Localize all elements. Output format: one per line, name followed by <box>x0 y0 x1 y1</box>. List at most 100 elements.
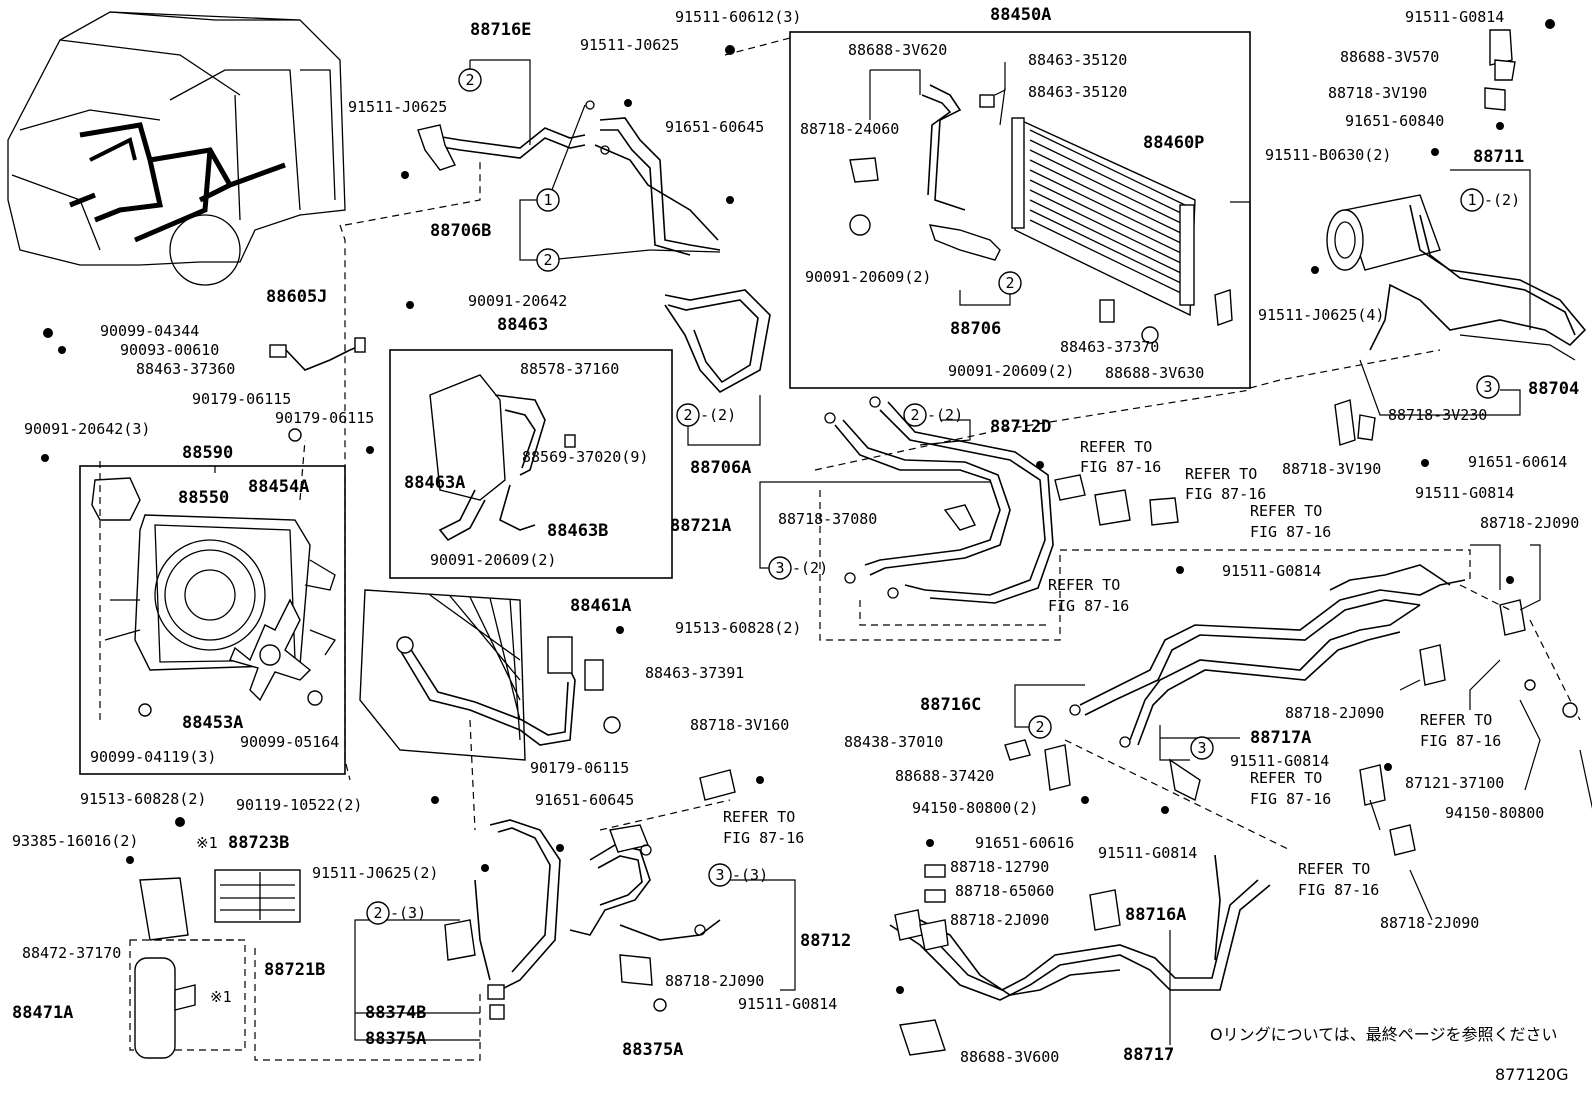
label-88569-37020: 88569-37020(9) <box>522 448 648 466</box>
svg-text:-(3): -(3) <box>390 904 426 922</box>
refer-to-fig-87-16: REFER TO FIG 87-16 <box>1048 576 1129 615</box>
label-88590: 88590 <box>182 443 233 463</box>
svg-text:REFER TO: REFER TO <box>723 808 795 826</box>
label-91511-g0814: 91511-G0814 <box>1415 484 1514 502</box>
callout-2: 2 <box>458 68 482 92</box>
bracket-box-88463 <box>389 349 673 579</box>
label-88463: 88463 <box>497 315 548 335</box>
label-88718-2j090: 88718-2J090 <box>1285 704 1384 722</box>
label-88471a: 88471A <box>12 1003 73 1023</box>
label-88704: 88704 <box>1528 379 1579 399</box>
label-90091-20609-2: 90091-20609(2) <box>948 362 1074 380</box>
label-88463-35120: 88463-35120 <box>1028 83 1127 101</box>
label-88721a: 88721A <box>670 516 731 536</box>
svg-text:2: 2 <box>465 71 474 89</box>
svg-text:FIG 87-16: FIG 87-16 <box>1080 458 1161 476</box>
callout-2: 2-(2) <box>903 403 963 427</box>
svg-text:1: 1 <box>1467 191 1476 209</box>
label-88578-37160: 88578-37160 <box>520 360 619 378</box>
label-88717: 88717 <box>1123 1045 1174 1065</box>
label-88463a: 88463A <box>404 473 465 493</box>
o-ring-note: Oリングについては、最終ページを参照ください <box>1210 1025 1557 1044</box>
svg-text:3: 3 <box>775 559 784 577</box>
label-91513-60828-2: 91513-60828(2) <box>80 790 206 808</box>
label-88718-2j090: 88718-2J090 <box>950 911 1049 929</box>
label-90091-20642: 90091-20642 <box>468 292 567 310</box>
label-88716c: 88716C <box>920 695 981 715</box>
callout-2: 2 <box>536 248 560 272</box>
svg-text:-(2): -(2) <box>1484 191 1520 209</box>
label-88718-3v230: 88718-3V230 <box>1388 406 1487 424</box>
label-87121-37100: 87121-37100 <box>1405 774 1504 792</box>
label-88688-3v570: 88688-3V570 <box>1340 48 1439 66</box>
label-88718-2j090: 88718-2J090 <box>1380 914 1479 932</box>
condenser-box-88450a <box>789 31 1251 389</box>
label-90091-20642-3: 90091-20642(3) <box>24 420 150 438</box>
pipe-88716-88717-group <box>889 564 1526 1056</box>
leader-lines <box>214 59 1592 1045</box>
label-91511-j0625-2: 91511-J0625(2) <box>312 864 438 882</box>
callout-2: 2-(2) <box>676 403 736 427</box>
label-88463-37370: 88463-37370 <box>1060 338 1159 356</box>
label-91651-60840: 91651-60840 <box>1345 112 1444 130</box>
svg-text:-(3): -(3) <box>732 866 768 884</box>
label-88718-3v190: 88718-3V190 <box>1282 460 1381 478</box>
label-91511-b0630: 91511-B0630(2) <box>1265 146 1391 164</box>
svg-text:FIG 87-16: FIG 87-16 <box>1250 523 1331 541</box>
callout-3: 3 -(3) <box>708 863 768 887</box>
svg-text:FIG 87-16: FIG 87-16 <box>723 829 804 847</box>
part-labels: 88716E 91511-60612(3) 91511-J0625 91511-… <box>12 5 1579 1066</box>
label-90119-10522: 90119-10522(2) <box>236 796 362 814</box>
label-88688-3v620: 88688-3V620 <box>848 41 947 59</box>
label-88716e: 88716E <box>470 20 531 40</box>
label-88716a: 88716A <box>1125 905 1186 925</box>
refer-to-fig-87-16: REFER TO FIG 87-16 <box>1250 502 1331 541</box>
label-88712d: 88712D <box>990 417 1051 437</box>
svg-text:-(2): -(2) <box>927 406 963 424</box>
pipe-88716e-group <box>417 100 771 394</box>
fastener-marks <box>41 19 1578 994</box>
label-88463-35120: 88463-35120 <box>1028 51 1127 69</box>
label-88711: 88711 <box>1473 147 1524 167</box>
svg-text:2: 2 <box>1035 718 1044 736</box>
callout-2: 2 -(3) <box>366 901 426 925</box>
vehicle-illustration <box>7 11 346 286</box>
label-91511-j0625-4: 91511-J0625(4) <box>1258 306 1384 324</box>
label-91511-g0814: 91511-G0814 <box>738 995 837 1013</box>
callout-2: 2 <box>1028 715 1052 739</box>
refer-labels: REFER TO FIG 87-16 REFER TO FIG 87-16 REFE… <box>723 438 1501 899</box>
label-90179-06115: 90179-06115 <box>275 409 374 427</box>
label-91651-60616: 91651-60616 <box>975 834 1074 852</box>
label-88718-3v160: 88718-3V160 <box>690 716 789 734</box>
label-94150-80800: 94150-80800 <box>1445 804 1544 822</box>
label-90091-20609-2: 90091-20609(2) <box>805 268 931 286</box>
diagram-id: 877120G <box>1495 1065 1568 1084</box>
svg-text:FIG 87-16: FIG 87-16 <box>1250 790 1331 808</box>
label-88374b: 88374B <box>365 1003 426 1023</box>
svg-text:2: 2 <box>543 251 552 269</box>
svg-text:FIG 87-16: FIG 87-16 <box>1048 597 1129 615</box>
label-91511-g0814: 91511-G0814 <box>1222 562 1321 580</box>
label-88450a: 88450A <box>990 5 1051 25</box>
label-90099-05164: 90099-05164 <box>240 733 339 751</box>
rear-unit-88461a <box>359 589 621 761</box>
label-91511-j0625: 91511-J0625 <box>348 98 447 116</box>
svg-text:FIG 87-16: FIG 87-16 <box>1298 881 1379 899</box>
label-88718-37080: 88718-37080 <box>778 510 877 528</box>
svg-text:REFER TO: REFER TO <box>1048 576 1120 594</box>
label-93385-16016: 93385-16016(2) <box>12 832 138 850</box>
label-88721b: 88721B <box>264 960 325 980</box>
label-88718-3v190: 88718-3V190 <box>1328 84 1427 102</box>
svg-text:REFER TO: REFER TO <box>1250 502 1322 520</box>
label-88605j: 88605J <box>266 287 327 307</box>
svg-text:2: 2 <box>373 904 382 922</box>
label-91651-60614: 91651-60614 <box>1468 453 1567 471</box>
svg-text:3: 3 <box>715 866 724 884</box>
label-91651-60645: 91651-60645 <box>665 118 764 136</box>
